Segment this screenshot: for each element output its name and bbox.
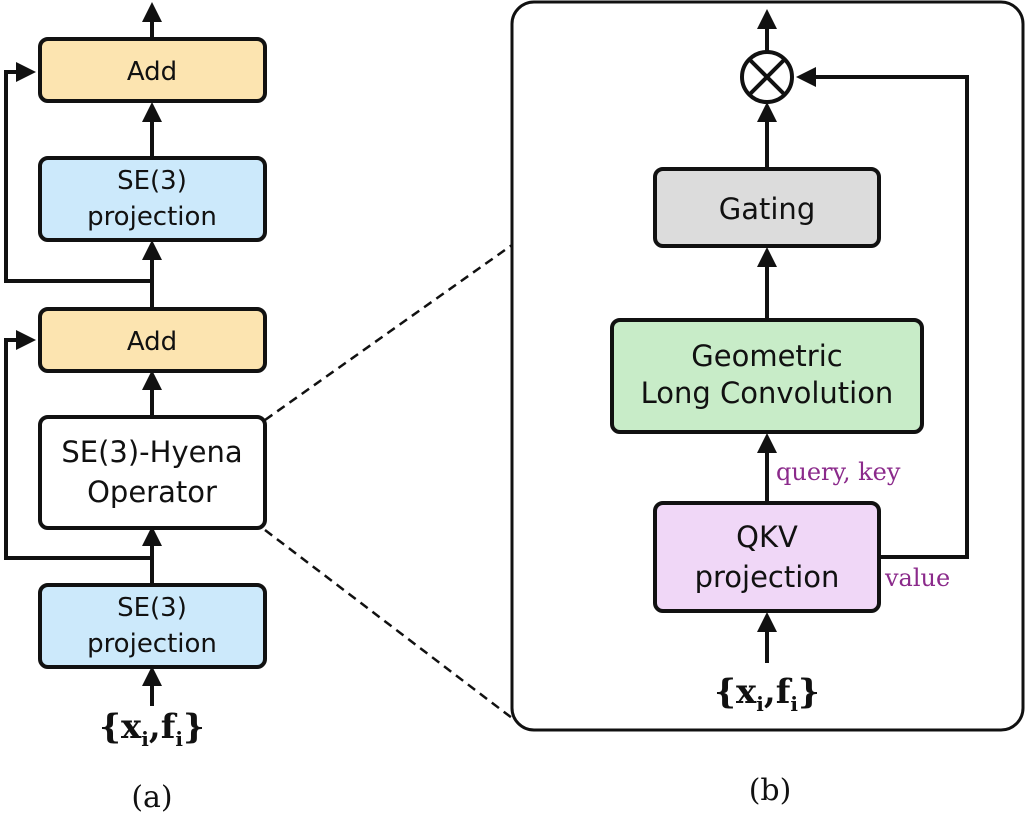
qkv-projection-line1: QKV [736,520,798,554]
se3-hyena-operator-box [38,415,267,530]
value-path [796,67,969,559]
panel-a-input-label: {xi,fi} [99,707,205,751]
geometric-long-convolution-line2: Long Convolution [641,376,894,410]
multiply-icon [740,50,794,104]
panel-a: {xi,fi} SE(3) projection SE(3)-Hyena Ope… [4,2,267,815]
se3-hyena-operator-line2: Operator [87,475,217,509]
zoom-line-top [264,243,513,422]
se3-hyena-operator-line1: SE(3)-Hyena [61,435,242,469]
query-key-label: query, key [776,458,901,486]
se3-projection-top-line1: SE(3) [117,166,187,196]
zoom-line-bottom [264,529,513,719]
geometric-long-convolution-line1: Geometric [691,339,842,373]
se3-projection-bottom-line1: SE(3) [117,593,187,623]
add-mid-label: Add [127,327,177,357]
qkv-projection-line2: projection [695,560,840,594]
residual-path-lower [4,330,152,560]
residual-path-upper [4,62,152,283]
add-top-label: Add [127,57,177,87]
panel-b-input-label: {xi,fi} [714,672,820,716]
caption-a: (a) [131,780,172,815]
caption-b: (b) [749,773,792,808]
panel-b: {xi,fi} QKV projection value query, key … [510,0,1025,808]
gating-label: Gating [719,192,815,226]
se3-projection-top-line2: projection [87,202,217,232]
value-label: value [884,564,950,592]
se3-projection-bottom-line2: projection [87,629,217,659]
